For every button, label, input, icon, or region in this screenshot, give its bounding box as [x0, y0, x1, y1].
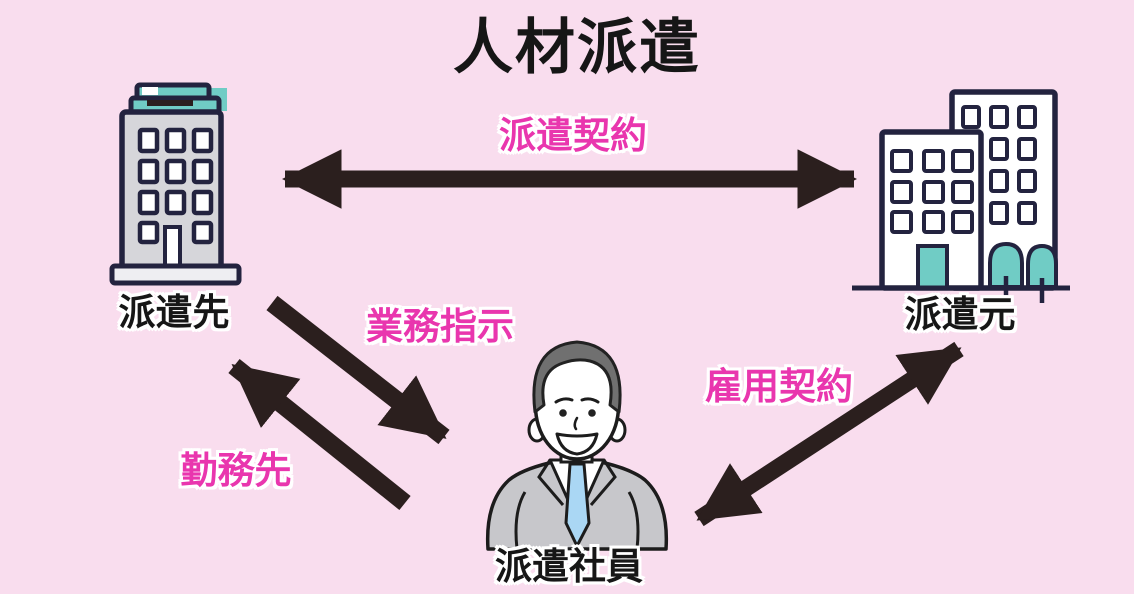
suit-seam	[514, 491, 527, 550]
agency-node-label: 派遣元	[904, 294, 1016, 335]
roof-highlight	[142, 87, 158, 95]
diagram-title: 人材派遣	[453, 14, 701, 81]
employment-contract-label: 雇用契約	[705, 366, 853, 407]
tree-icon	[1026, 243, 1058, 289]
tree-icon	[988, 241, 1024, 289]
nose	[573, 416, 579, 431]
worker-node-label: 派遣社員	[495, 546, 643, 587]
smiling-mouth	[555, 432, 599, 456]
dispatch-contract-label: 派遣契約	[499, 115, 647, 156]
front-building-door	[916, 244, 949, 290]
tall-building-windows	[961, 105, 1037, 225]
office-buildings-with-trees-icon	[852, 89, 1070, 303]
eye	[588, 409, 596, 417]
building-windows	[137, 127, 214, 245]
work-place-arrow	[228, 358, 411, 511]
suit-seam	[627, 491, 640, 550]
eyebrow	[554, 397, 574, 404]
office-building-icon	[109, 82, 242, 286]
roof-inner-bar	[147, 100, 193, 106]
work-instruction-arrow	[266, 295, 450, 445]
businessman-icon	[485, 340, 669, 551]
front-building-windows	[890, 149, 974, 234]
tie	[564, 462, 591, 548]
employment-contract-arrow	[694, 341, 964, 527]
eyebrow	[580, 397, 600, 404]
hair	[532, 340, 622, 414]
relation-arrows	[228, 149, 964, 527]
lapel-line	[537, 459, 565, 506]
building-door	[163, 225, 182, 270]
client-node-label: 派遣先	[118, 292, 230, 333]
work-place-label: 勤務先	[180, 450, 292, 491]
lapel-line	[589, 459, 617, 506]
eye	[559, 409, 567, 417]
work-instruction-label: 業務指示	[366, 306, 514, 347]
building-base	[109, 263, 242, 286]
